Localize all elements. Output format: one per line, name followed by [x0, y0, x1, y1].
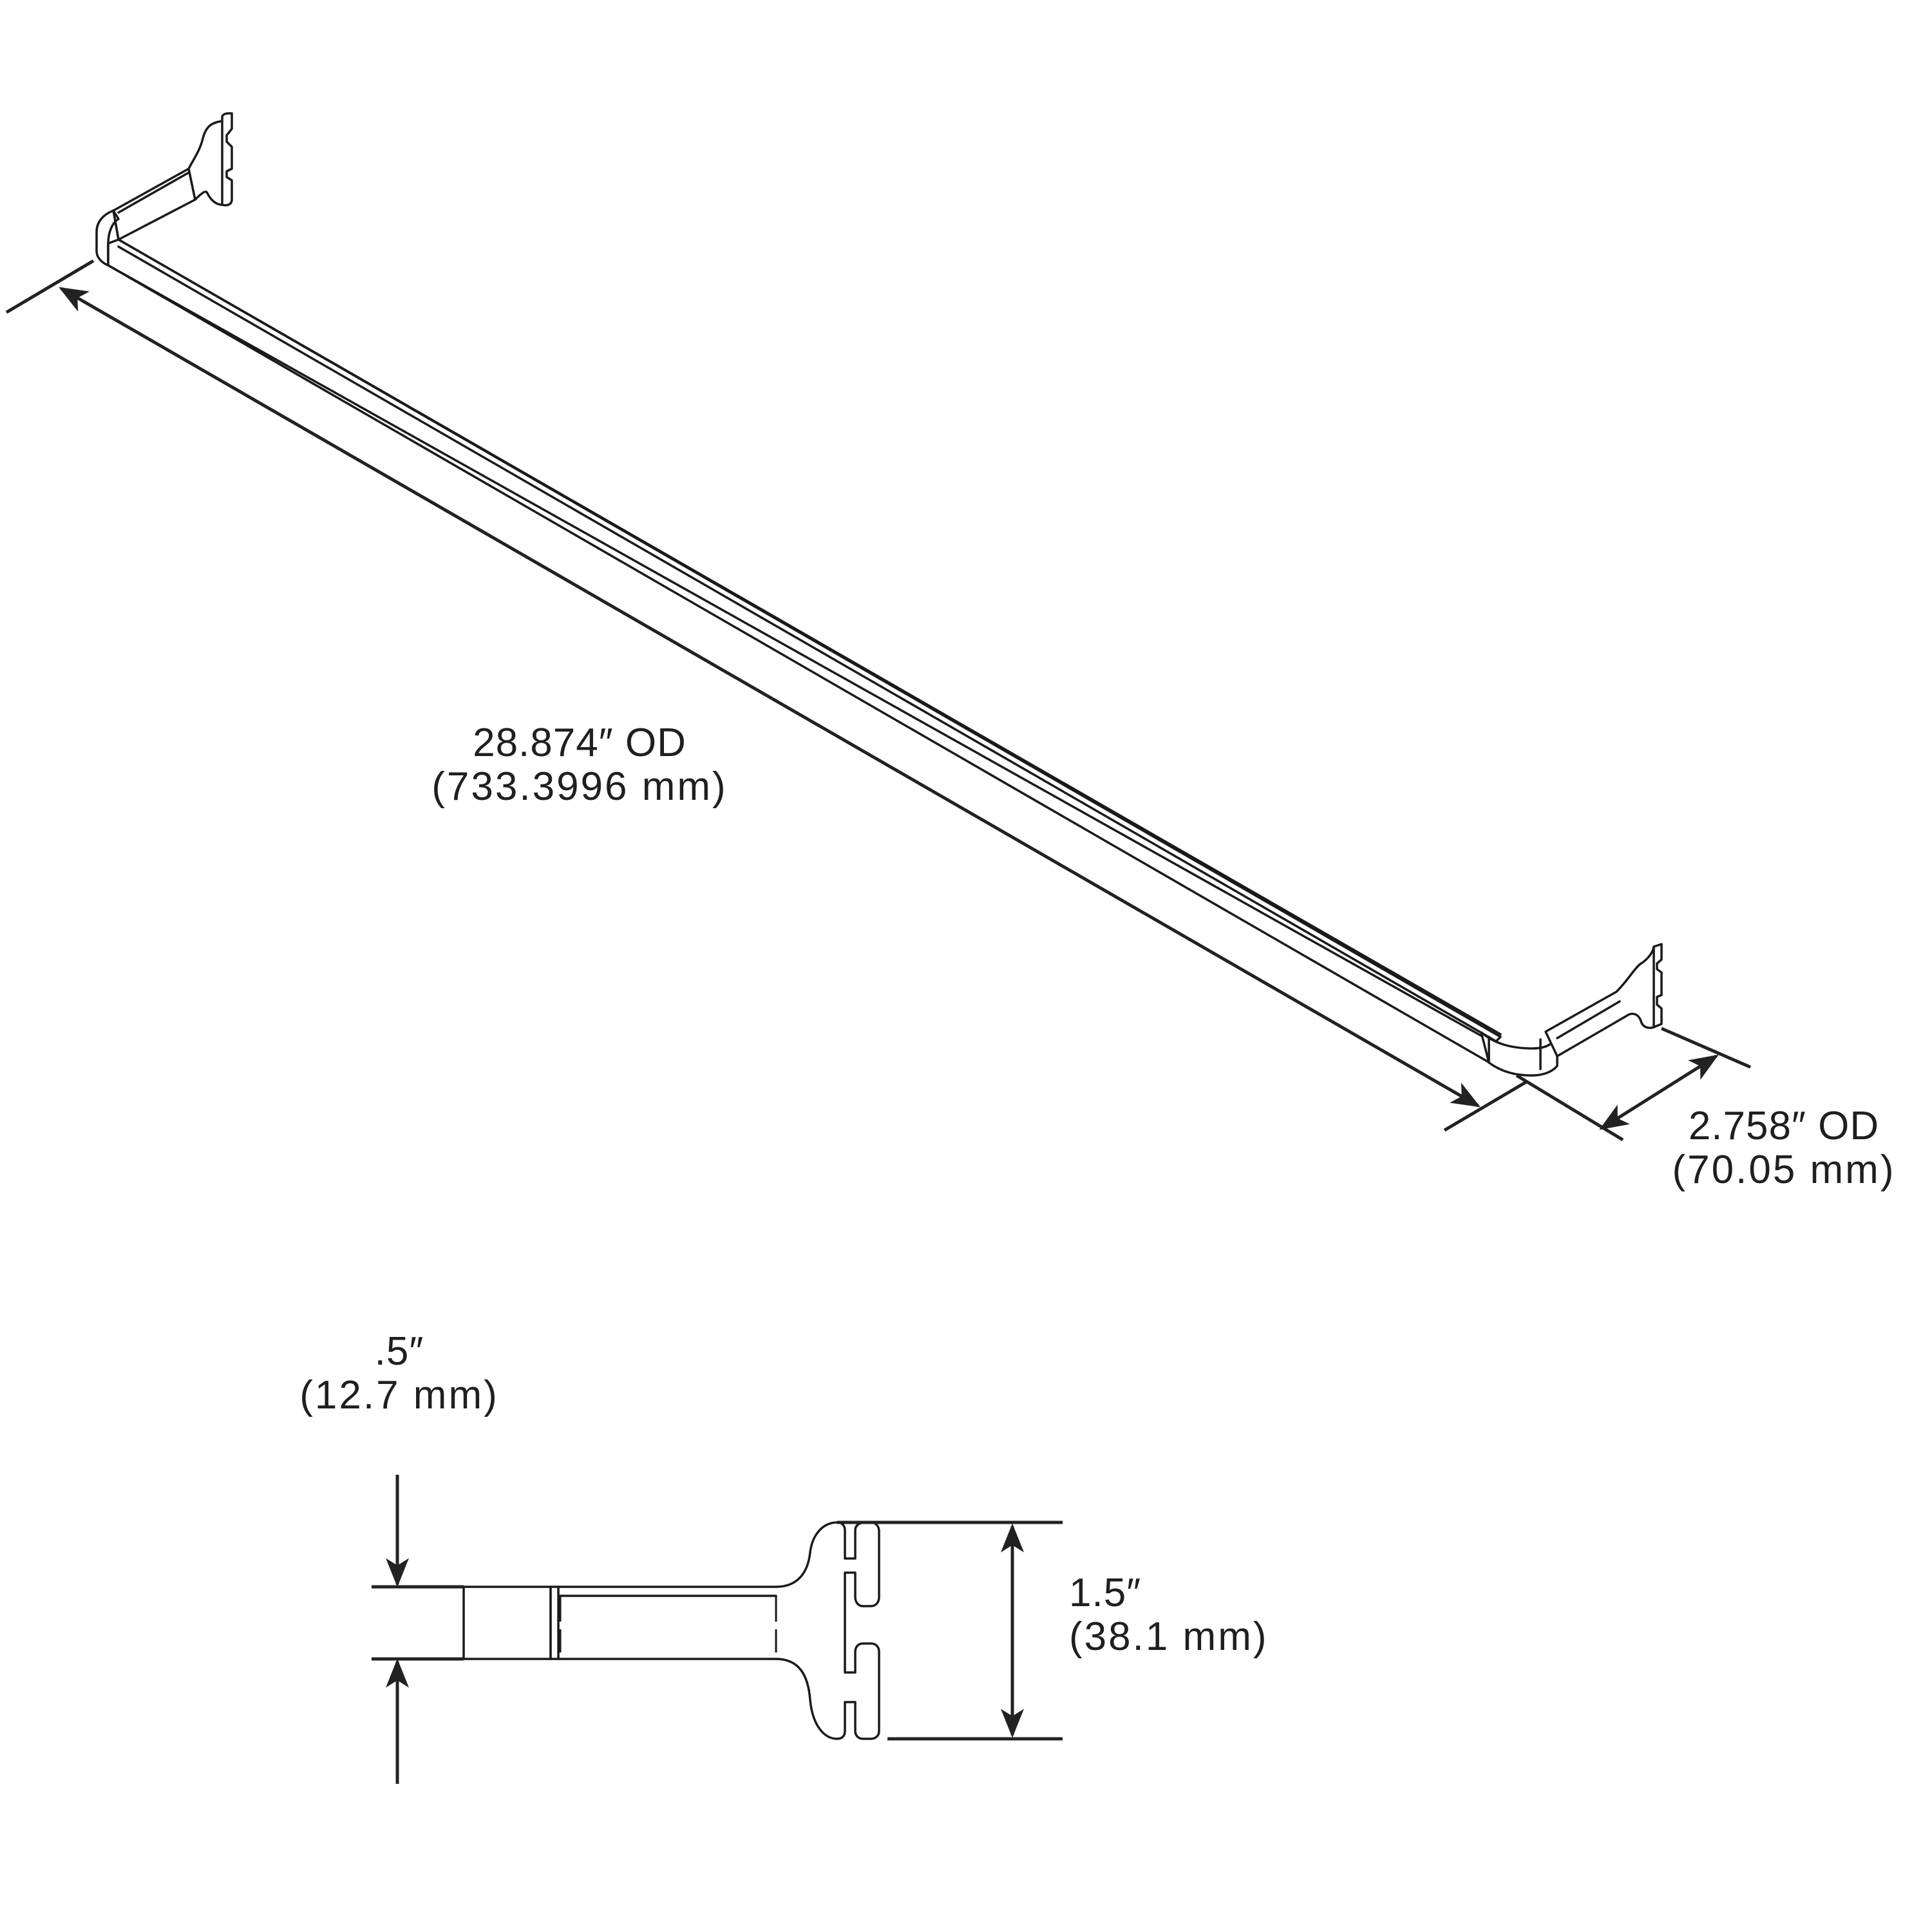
- length-label: 28.874″ OD (733.3996 mm): [393, 721, 766, 809]
- depth-imperial: 2.758″ OD: [1688, 1104, 1880, 1148]
- right-bracket: [1480, 943, 1663, 1077]
- depth-label: 2.758″ OD (70.05 mm): [1636, 1104, 1932, 1192]
- rail-height-metric: (12.7 mm): [299, 1373, 499, 1418]
- rail-height-imperial: .5″: [374, 1329, 424, 1374]
- bracket-height-metric: (38.1 mm): [1069, 1615, 1269, 1660]
- depth-metric: (70.05 mm): [1672, 1148, 1896, 1193]
- bracket-height-label: 1.5″ (38.1 mm): [1069, 1571, 1314, 1659]
- rail-height-label: .5″ (12.7 mm): [277, 1329, 522, 1418]
- bracket-height-imperial: 1.5″: [1069, 1571, 1142, 1615]
- main-rail: [107, 238, 1502, 1066]
- isometric-view: [5, 112, 1751, 1142]
- depth-dimension: [1515, 1027, 1751, 1142]
- left-bracket: [95, 112, 233, 267]
- length-imperial: 28.874″ OD: [473, 721, 687, 765]
- length-metric: (733.3996 mm): [431, 764, 728, 810]
- side-view: [372, 1475, 1063, 1784]
- length-dimension: [5, 259, 1528, 1132]
